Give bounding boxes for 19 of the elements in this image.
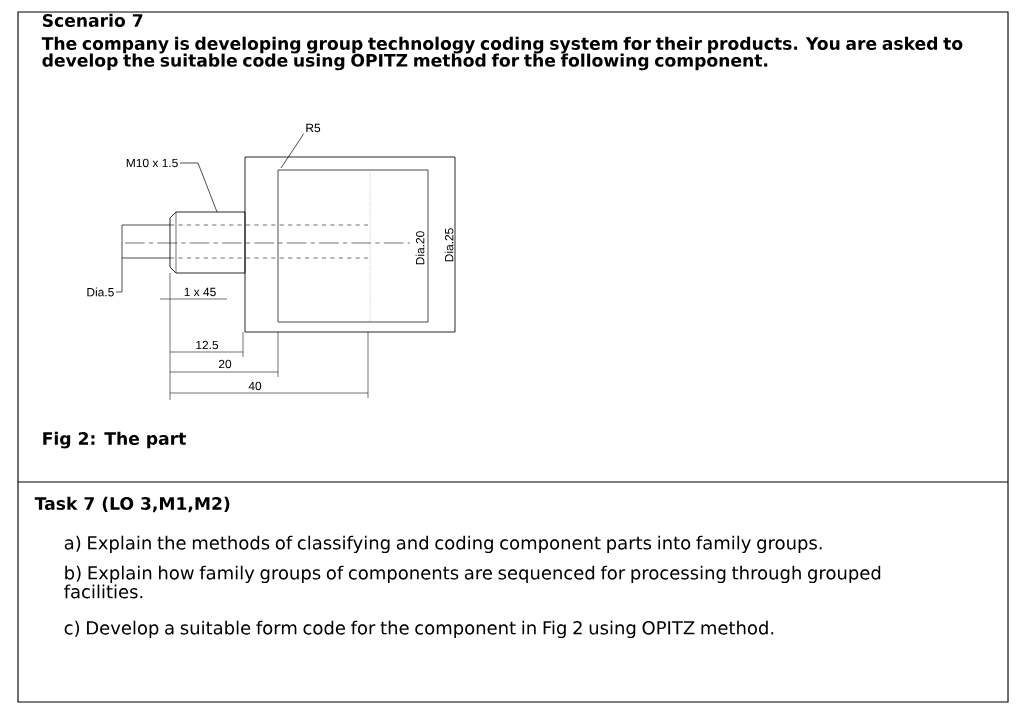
paragraph: The company is developing group technology coding system for their products. You are asked to develop the suitable code using OPITZ method for the following component.	[41, 36, 963, 71]
callout-text: Dia.5	[87, 287, 114, 297]
list-item: c) Develop a suitable form code for the component in Fig 2 using OPITZ method.	[64, 620, 774, 639]
part-drawing	[121, 156, 456, 401]
list-item: a) Explain the methods of classifying and coding component parts into family groups.	[64, 535, 822, 554]
dimension-text: Dia.25	[444, 228, 454, 262]
leader-line	[115, 257, 123, 293]
heading: Task 7 (LO 3,M1,M2)	[34, 496, 230, 513]
caption: Fig 2: The part	[43, 431, 186, 449]
heading: Scenario 7	[42, 13, 143, 27]
dimension-text: 20	[218, 359, 232, 369]
leader-line	[179, 162, 218, 213]
callout-text: R5	[306, 123, 321, 133]
list-item: b) Explain how family groups of components are sequenced for processing through grouped facilities.	[64, 565, 881, 599]
dimension-text: Dia.20	[415, 231, 425, 265]
leader-line	[280, 133, 305, 169]
dimension-text: 1 x 45	[184, 287, 216, 297]
dimension-text: 40	[248, 381, 262, 391]
dimension-text: 12.5	[196, 340, 219, 350]
